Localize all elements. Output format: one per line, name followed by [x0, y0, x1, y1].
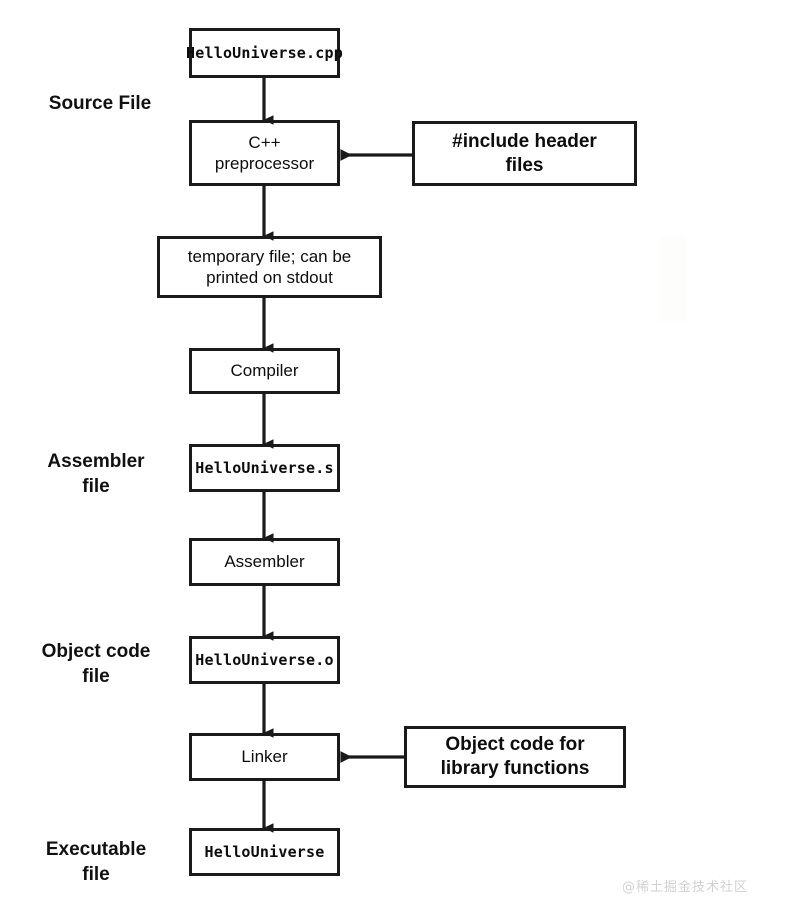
side-label-assembler-file: Assembler file [47, 451, 145, 497]
background-artifact [660, 236, 686, 322]
side-label-source-file: Source File [48, 93, 152, 114]
node-compiler[interactable]: Compiler [189, 348, 340, 394]
watermark: @稀土掘金技术社区 [622, 880, 749, 895]
node-temporary-file[interactable]: temporary file; can be printed on stdout [157, 236, 382, 298]
side-label-executable-file: Executable file [45, 839, 147, 885]
node-hellouniverse-s[interactable]: HelloUniverse.s [189, 444, 340, 492]
node-hellouniverse-cpp[interactable]: HelloUniverse.cpp [186, 28, 343, 78]
node-include-header-files[interactable]: #include header files [412, 121, 637, 186]
side-label-object-code-file: Object code file [41, 641, 151, 687]
node-cpp-preprocessor[interactable]: C++ preprocessor [189, 120, 340, 186]
node-assembler[interactable]: Assembler [189, 538, 340, 586]
node-linker[interactable]: Linker [189, 733, 340, 781]
node-hellouniverse[interactable]: HelloUniverse [189, 828, 340, 876]
node-hellouniverse-o[interactable]: HelloUniverse.o [189, 636, 340, 684]
node-object-code-library[interactable]: Object code for library functions [404, 726, 626, 788]
